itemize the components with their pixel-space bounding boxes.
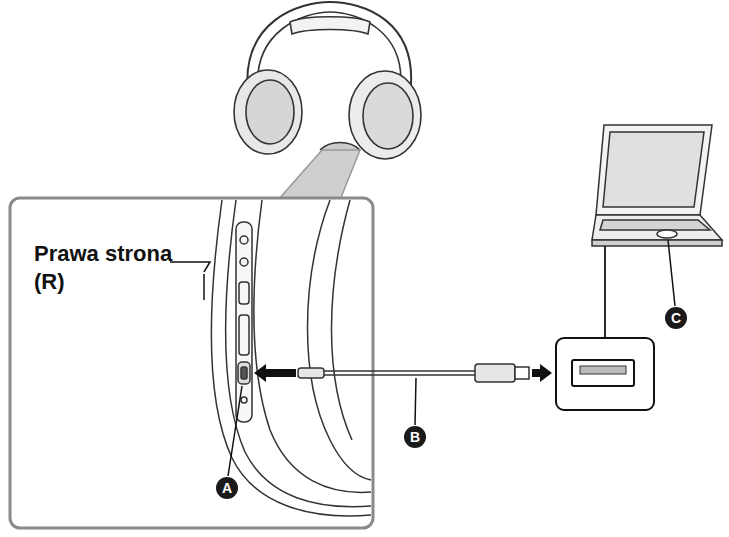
- usb-port: [580, 366, 626, 374]
- usb-port-box: [556, 338, 654, 410]
- usb-port: [572, 360, 634, 386]
- leader-line: [668, 240, 675, 306]
- earcup-side: [212, 200, 371, 516]
- usb-cable: [298, 364, 529, 382]
- leader-line: [604, 240, 606, 338]
- zoom-wedge: [278, 150, 360, 200]
- leader-line: [203, 274, 205, 300]
- part-label: Prawa strona (R): [34, 240, 174, 295]
- callout-letter: A: [216, 477, 238, 499]
- leader-line: [228, 386, 242, 476]
- insert-arrow: [532, 364, 552, 382]
- zoom-panel: [10, 198, 373, 528]
- callout-letter: C: [665, 307, 687, 329]
- insert-arrow: [254, 364, 296, 382]
- laptop: [592, 125, 722, 246]
- leader-line: [415, 378, 416, 425]
- headphones: [234, 2, 421, 159]
- leader-line: [170, 262, 210, 272]
- callout-letter: B: [404, 426, 426, 448]
